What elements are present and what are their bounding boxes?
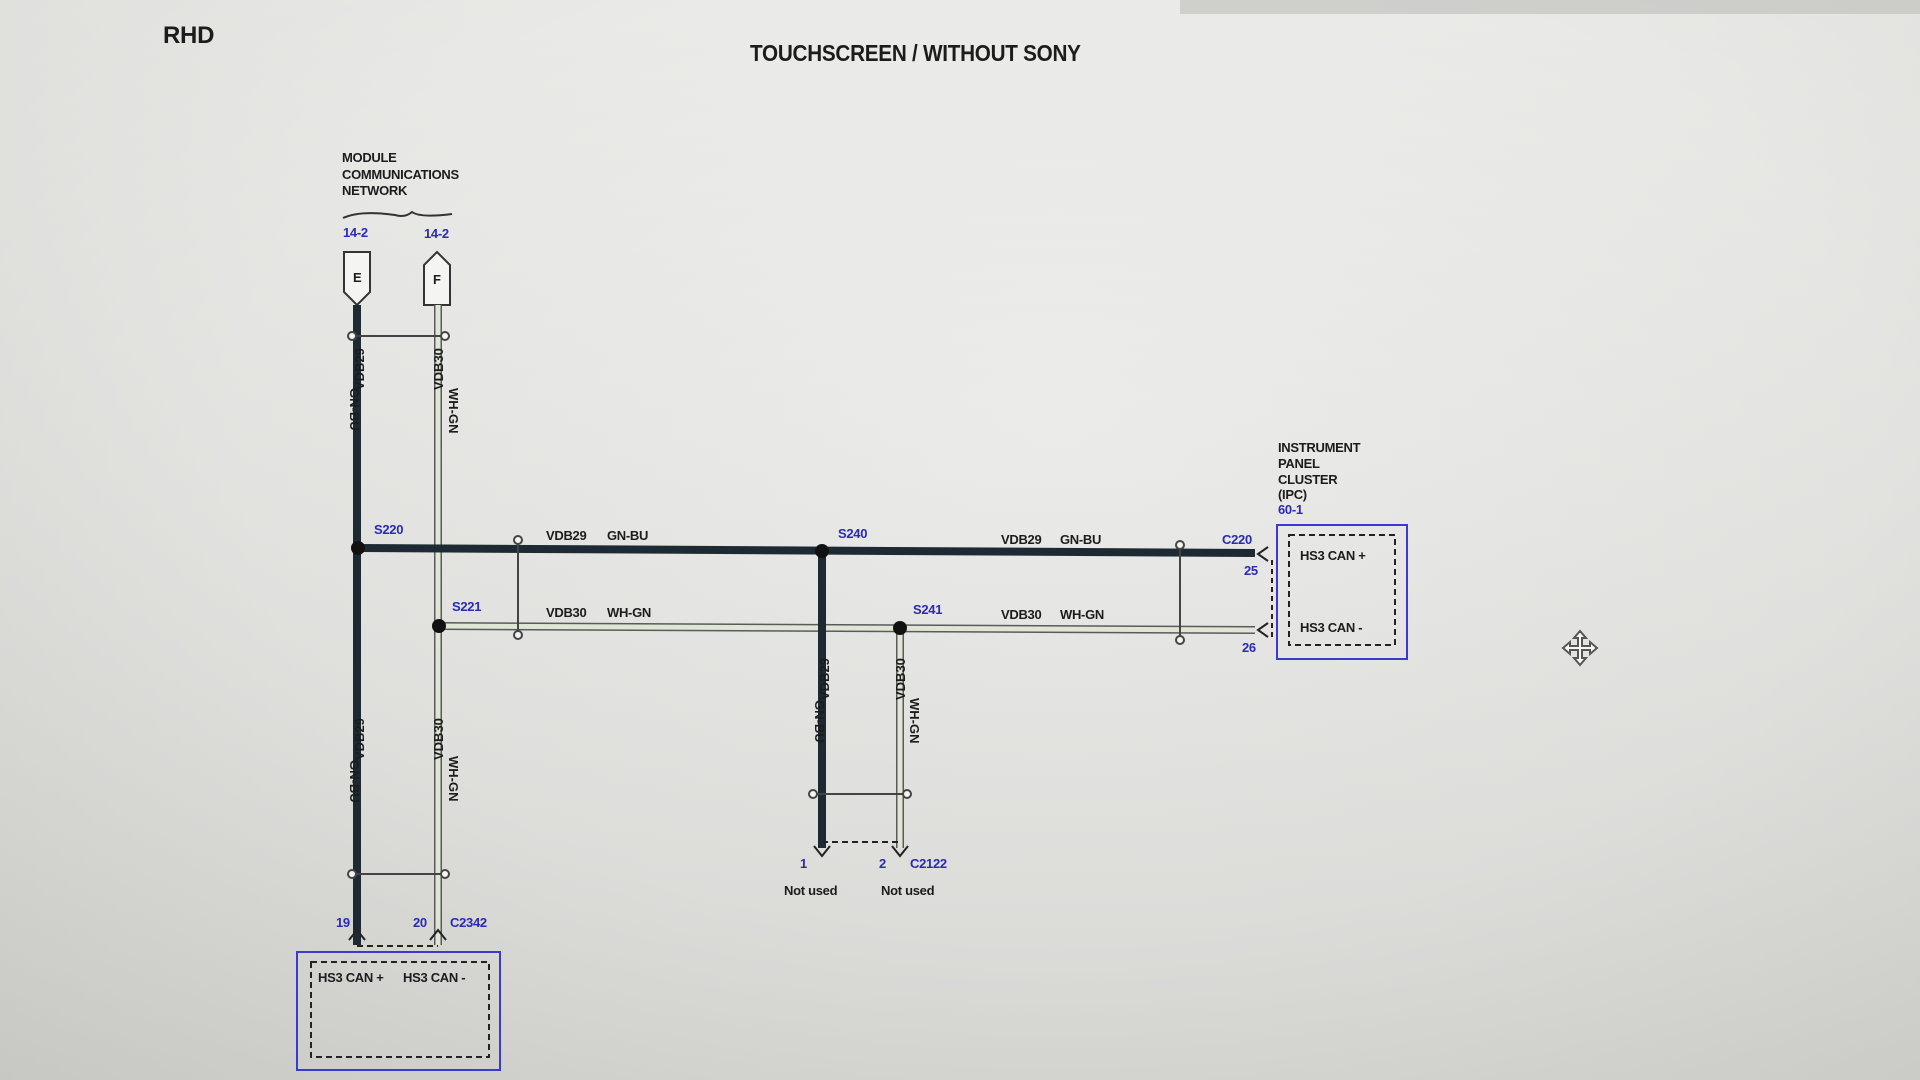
ipc-can-minus: HS3 CAN - [1300, 620, 1363, 635]
ipc-label-line1: INSTRUMENT [1278, 440, 1361, 455]
c2122-pins [813, 841, 909, 858]
c2342-can-minus: HS3 CAN - [403, 970, 466, 985]
c2342-connector-label: C2342 [450, 915, 487, 930]
wire-color-whgn-h2: WH-GN [1060, 607, 1104, 622]
ipc-module-inner [1288, 534, 1396, 646]
connector-f-label: F [433, 272, 441, 287]
module-bracket [342, 210, 453, 219]
ipc-label-line2: PANEL [1278, 456, 1320, 471]
c2342-pin20: 20 [413, 915, 427, 930]
c2122-connector-label: C2122 [910, 856, 947, 871]
wire-label-vdb29-drop: VDB29 [817, 658, 832, 700]
splice-s241-label: S241 [913, 602, 943, 617]
ipc-module-box [1276, 524, 1408, 660]
module-ref-f: 14-2 [424, 226, 449, 241]
c2122-pin1: 1 [800, 856, 807, 871]
c2342-can-plus: HS3 CAN + [318, 970, 384, 985]
screen-edge [1180, 0, 1920, 14]
wire-label-vdb29-upper: VDB29 [352, 348, 367, 390]
connector-f-shape [423, 250, 451, 306]
c2342-pins [348, 928, 447, 947]
connector-e-label: E [353, 270, 362, 285]
c2122-note1: Not used [784, 883, 838, 898]
wire-vdb30-horizontal [437, 622, 1256, 634]
wire-label-vdb29-h2: VDB29 [1001, 532, 1042, 547]
c220-pins [1256, 546, 1273, 640]
splice-s220-label: S220 [374, 522, 404, 537]
c2342-pin19: 19 [336, 915, 350, 930]
wire-color-gnbu-h2: GN-BU [1060, 532, 1102, 547]
wire-label-vdb30-h2: VDB30 [1001, 607, 1042, 622]
splice-s220-dot [351, 541, 365, 555]
module-label-line1: MODULE [342, 150, 397, 165]
c2122-pin2: 2 [879, 856, 886, 871]
page-title: TOUCHSCREEN / WITHOUT SONY [750, 40, 1081, 66]
ipc-ref: 60-1 [1278, 502, 1303, 517]
bottom-module-inner [310, 961, 490, 1058]
wire-label-vdb29-lower: VDB29 [352, 718, 367, 760]
wire-color-whgn-drop: WH-GN [907, 698, 922, 744]
ipc-connector-label: C220 [1222, 532, 1252, 547]
wire-color-gnbu-drop: GN-BU [812, 700, 827, 743]
wire-label-vdb29-h1: VDB29 [546, 528, 587, 543]
wire-label-vdb30-h1: VDB30 [546, 605, 587, 620]
wire-vdb29-horizontal [356, 544, 1256, 557]
splice-s221-label: S221 [452, 599, 482, 614]
wire-label-vdb30-lower: VDB30 [431, 718, 446, 760]
wire-color-whgn-h1: WH-GN [607, 605, 651, 620]
ipc-label-line4: (IPC) [1278, 487, 1307, 502]
splice-s221-dot [432, 619, 446, 633]
module-ref-e: 14-2 [343, 225, 368, 240]
connector-e-shape [343, 251, 371, 307]
c2122-note2: Not used [881, 883, 935, 898]
ipc-pin-minus: 26 [1242, 640, 1256, 655]
splice-s240-label: S240 [838, 526, 868, 541]
wire-color-whgn-upper: WH-GN [446, 388, 461, 434]
module-label-line2: COMMUNICATIONS [342, 167, 459, 182]
wire-label-vdb30-drop: VDB30 [893, 658, 908, 700]
ipc-can-plus: HS3 CAN + [1300, 548, 1366, 563]
wire-color-gnbu-upper: GN-BU [347, 388, 362, 431]
wire-label-vdb30-upper: VDB30 [431, 348, 446, 390]
splice-s240-dot [815, 544, 829, 558]
region-label: RHD [163, 22, 215, 49]
module-label-line3: NETWORK [342, 183, 408, 198]
bottom-module-box [296, 951, 501, 1071]
wire-color-whgn-lower: WH-GN [446, 756, 461, 802]
splice-s241-dot [893, 621, 907, 635]
wire-color-gnbu-lower: GN-BU [347, 760, 362, 803]
twist-marker [347, 331, 1185, 879]
ipc-pin-plus: 25 [1244, 563, 1258, 578]
wire-color-gnbu-h1: GN-BU [607, 528, 649, 543]
ipc-label-line3: CLUSTER [1278, 472, 1338, 487]
move-cursor-icon [1561, 629, 1599, 667]
